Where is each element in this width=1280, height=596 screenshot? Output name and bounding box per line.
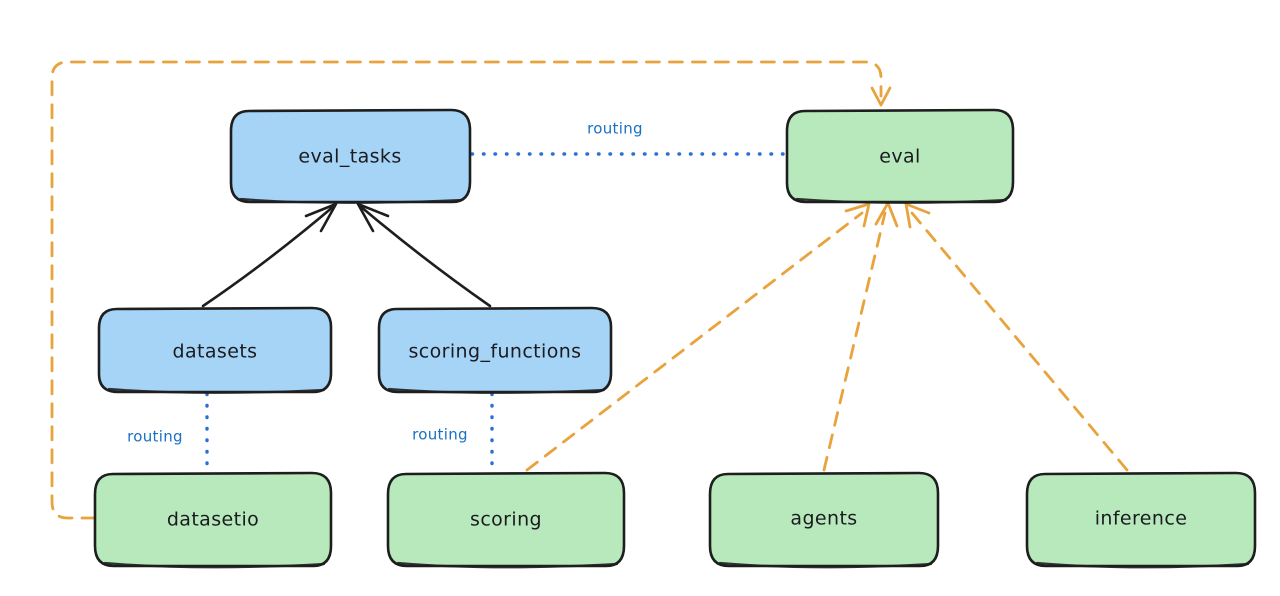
edge-group: routing routing routing — [50, 60, 1129, 520]
edge-datasetio-to-eval-path — [50, 60, 883, 520]
edge-label-routing-eval-tasks-eval: routing — [587, 120, 643, 138]
edge-scoring-to-eval — [525, 202, 871, 472]
node-eval-tasks-label: eval_tasks — [298, 146, 401, 168]
node-agents[interactable]: agents — [708, 471, 940, 569]
node-datasetio[interactable]: datasetio — [93, 471, 333, 569]
node-datasets[interactable]: datasets — [97, 306, 333, 394]
node-datasets-shape[interactable] — [97, 306, 333, 394]
node-datasets-sketch-underline — [107, 387, 326, 394]
node-datasetio-shape[interactable] — [93, 471, 333, 568]
node-eval-tasks[interactable]: eval_tasks — [229, 108, 472, 204]
node-scoring-sketch-underline — [396, 561, 619, 569]
edge-scoring-functions-to-eval-tasks-path — [358, 204, 492, 308]
edge-datasets-to-datasetio: routing — [127, 392, 209, 473]
node-agents-label: agents — [790, 508, 857, 530]
edge-datasets-to-eval-tasks-arrowhead — [304, 202, 338, 233]
edge-label-routing-datasets-datasetio: routing — [127, 428, 183, 446]
node-group: eval_tasks eval datasets scoring_functio… — [93, 108, 1257, 569]
node-agents-shape[interactable] — [708, 471, 940, 568]
node-eval-label: eval — [879, 146, 920, 168]
node-datasets-label: datasets — [173, 341, 258, 363]
node-eval-tasks-shape[interactable] — [229, 108, 472, 204]
edge-scoring-functions-to-eval-tasks — [356, 202, 492, 308]
edge-inference-to-eval-arrowhead — [904, 202, 931, 229]
node-scoring-functions-shape[interactable] — [377, 306, 613, 394]
node-scoring-label: scoring — [470, 509, 542, 531]
edge-agents-to-eval-path — [822, 211, 887, 472]
node-datasetio-sketch-underline — [103, 561, 326, 569]
node-eval[interactable]: eval — [785, 108, 1015, 204]
edge-datasets-to-eval-tasks-path — [201, 204, 336, 308]
edge-datasets-to-eval-tasks — [201, 202, 338, 308]
node-agents-sketch-underline — [718, 561, 933, 569]
node-inference-sketch-underline — [1035, 561, 1250, 569]
edge-datasetio-to-eval — [50, 60, 892, 520]
edge-agents-to-eval — [822, 201, 899, 472]
node-eval-tasks-sketch-underline — [239, 197, 464, 204]
edge-scoring-to-eval-path — [525, 211, 864, 472]
edge-inference-to-eval — [904, 202, 1129, 472]
edge-agents-to-eval-arrowhead — [874, 201, 899, 228]
edge-inference-to-eval-path — [910, 211, 1129, 472]
node-scoring-functions-sketch-underline — [387, 387, 606, 394]
edge-scoring-to-eval-arrowhead — [844, 202, 871, 228]
node-inference-shape[interactable] — [1025, 471, 1257, 568]
node-inference[interactable]: inference — [1025, 471, 1257, 569]
node-datasetio-label: datasetio — [167, 509, 259, 531]
node-scoring-shape[interactable] — [386, 471, 626, 568]
node-eval-sketch-underline — [795, 197, 1008, 204]
edge-label-routing-scoring-functions-scoring: routing — [412, 426, 468, 444]
node-scoring-functions[interactable]: scoring_functions — [377, 306, 613, 394]
node-eval-shape[interactable] — [785, 108, 1015, 204]
edge-eval-tasks-to-eval: routing — [470, 120, 787, 156]
node-scoring[interactable]: scoring — [386, 471, 626, 569]
node-scoring-functions-label: scoring_functions — [409, 341, 582, 363]
edge-datasetio-to-eval-arrowhead — [870, 86, 892, 107]
edge-scoring-functions-to-scoring: routing — [412, 392, 494, 473]
node-inference-label: inference — [1095, 508, 1188, 530]
edge-scoring-functions-to-eval-tasks-arrowhead — [356, 202, 390, 233]
